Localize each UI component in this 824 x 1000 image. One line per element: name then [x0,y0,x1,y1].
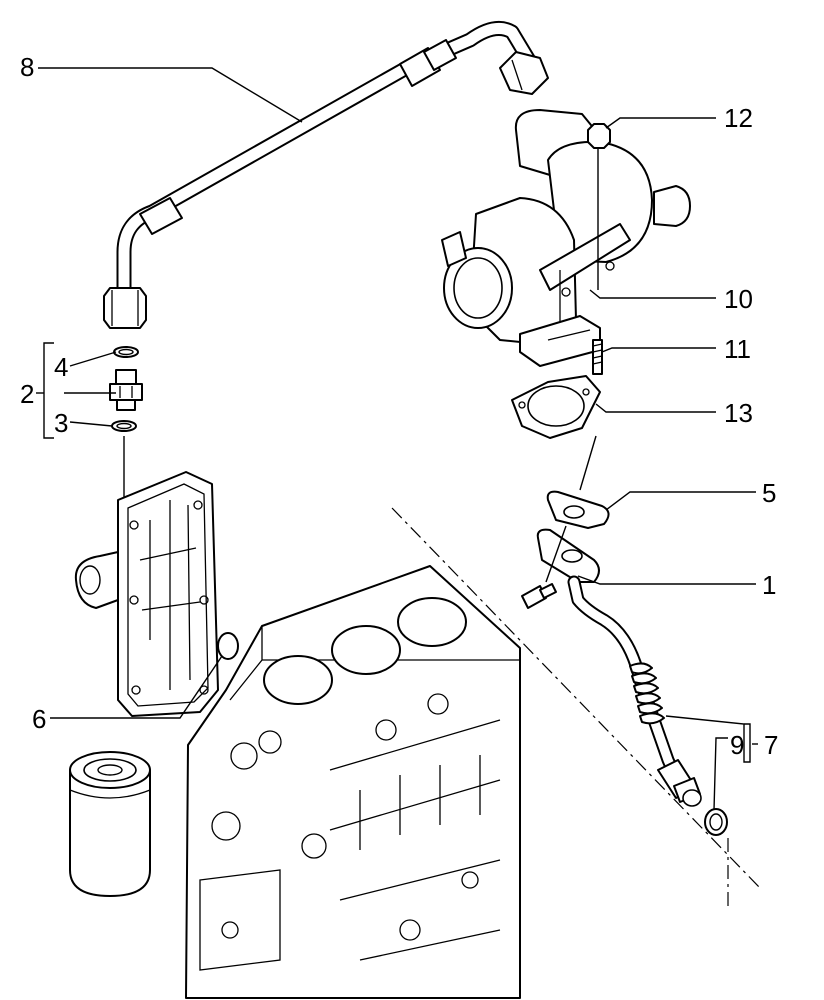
plug-6 [217,632,239,660]
seal-ring-9 [704,808,728,836]
drain-flange [536,528,600,583]
filter-support-cover [74,471,219,717]
callout-7: 7 [764,730,779,760]
callout-9: 9 [730,730,745,760]
callout-8: 8 [20,52,35,82]
callout-3: 3 [54,408,69,438]
callout-5: 5 [762,478,777,508]
leader-lines [36,67,758,811]
callout-4: 4 [54,352,69,382]
centerlines [391,507,761,910]
callout-13: 13 [724,398,753,428]
callout-1: 1 [762,570,777,600]
callout-6: 6 [32,704,47,734]
gasket-13 [511,375,601,439]
callout-12: 12 [724,103,753,133]
adapter-assembly [109,346,143,510]
nut-12 [587,123,611,149]
oil-feed-pipe [103,20,549,329]
callout-10: 10 [724,284,753,314]
gasket-axis [579,435,597,491]
stud-11 [592,339,603,375]
oil-drain-pipe [567,575,702,807]
engine-block [185,565,521,999]
bolt-1 [521,525,567,609]
gasket-5 [546,490,610,529]
turbocharger [441,109,691,367]
oil-filter-cartridge [69,751,151,897]
callout-2: 2 [20,379,35,409]
callout-11: 11 [724,334,751,364]
